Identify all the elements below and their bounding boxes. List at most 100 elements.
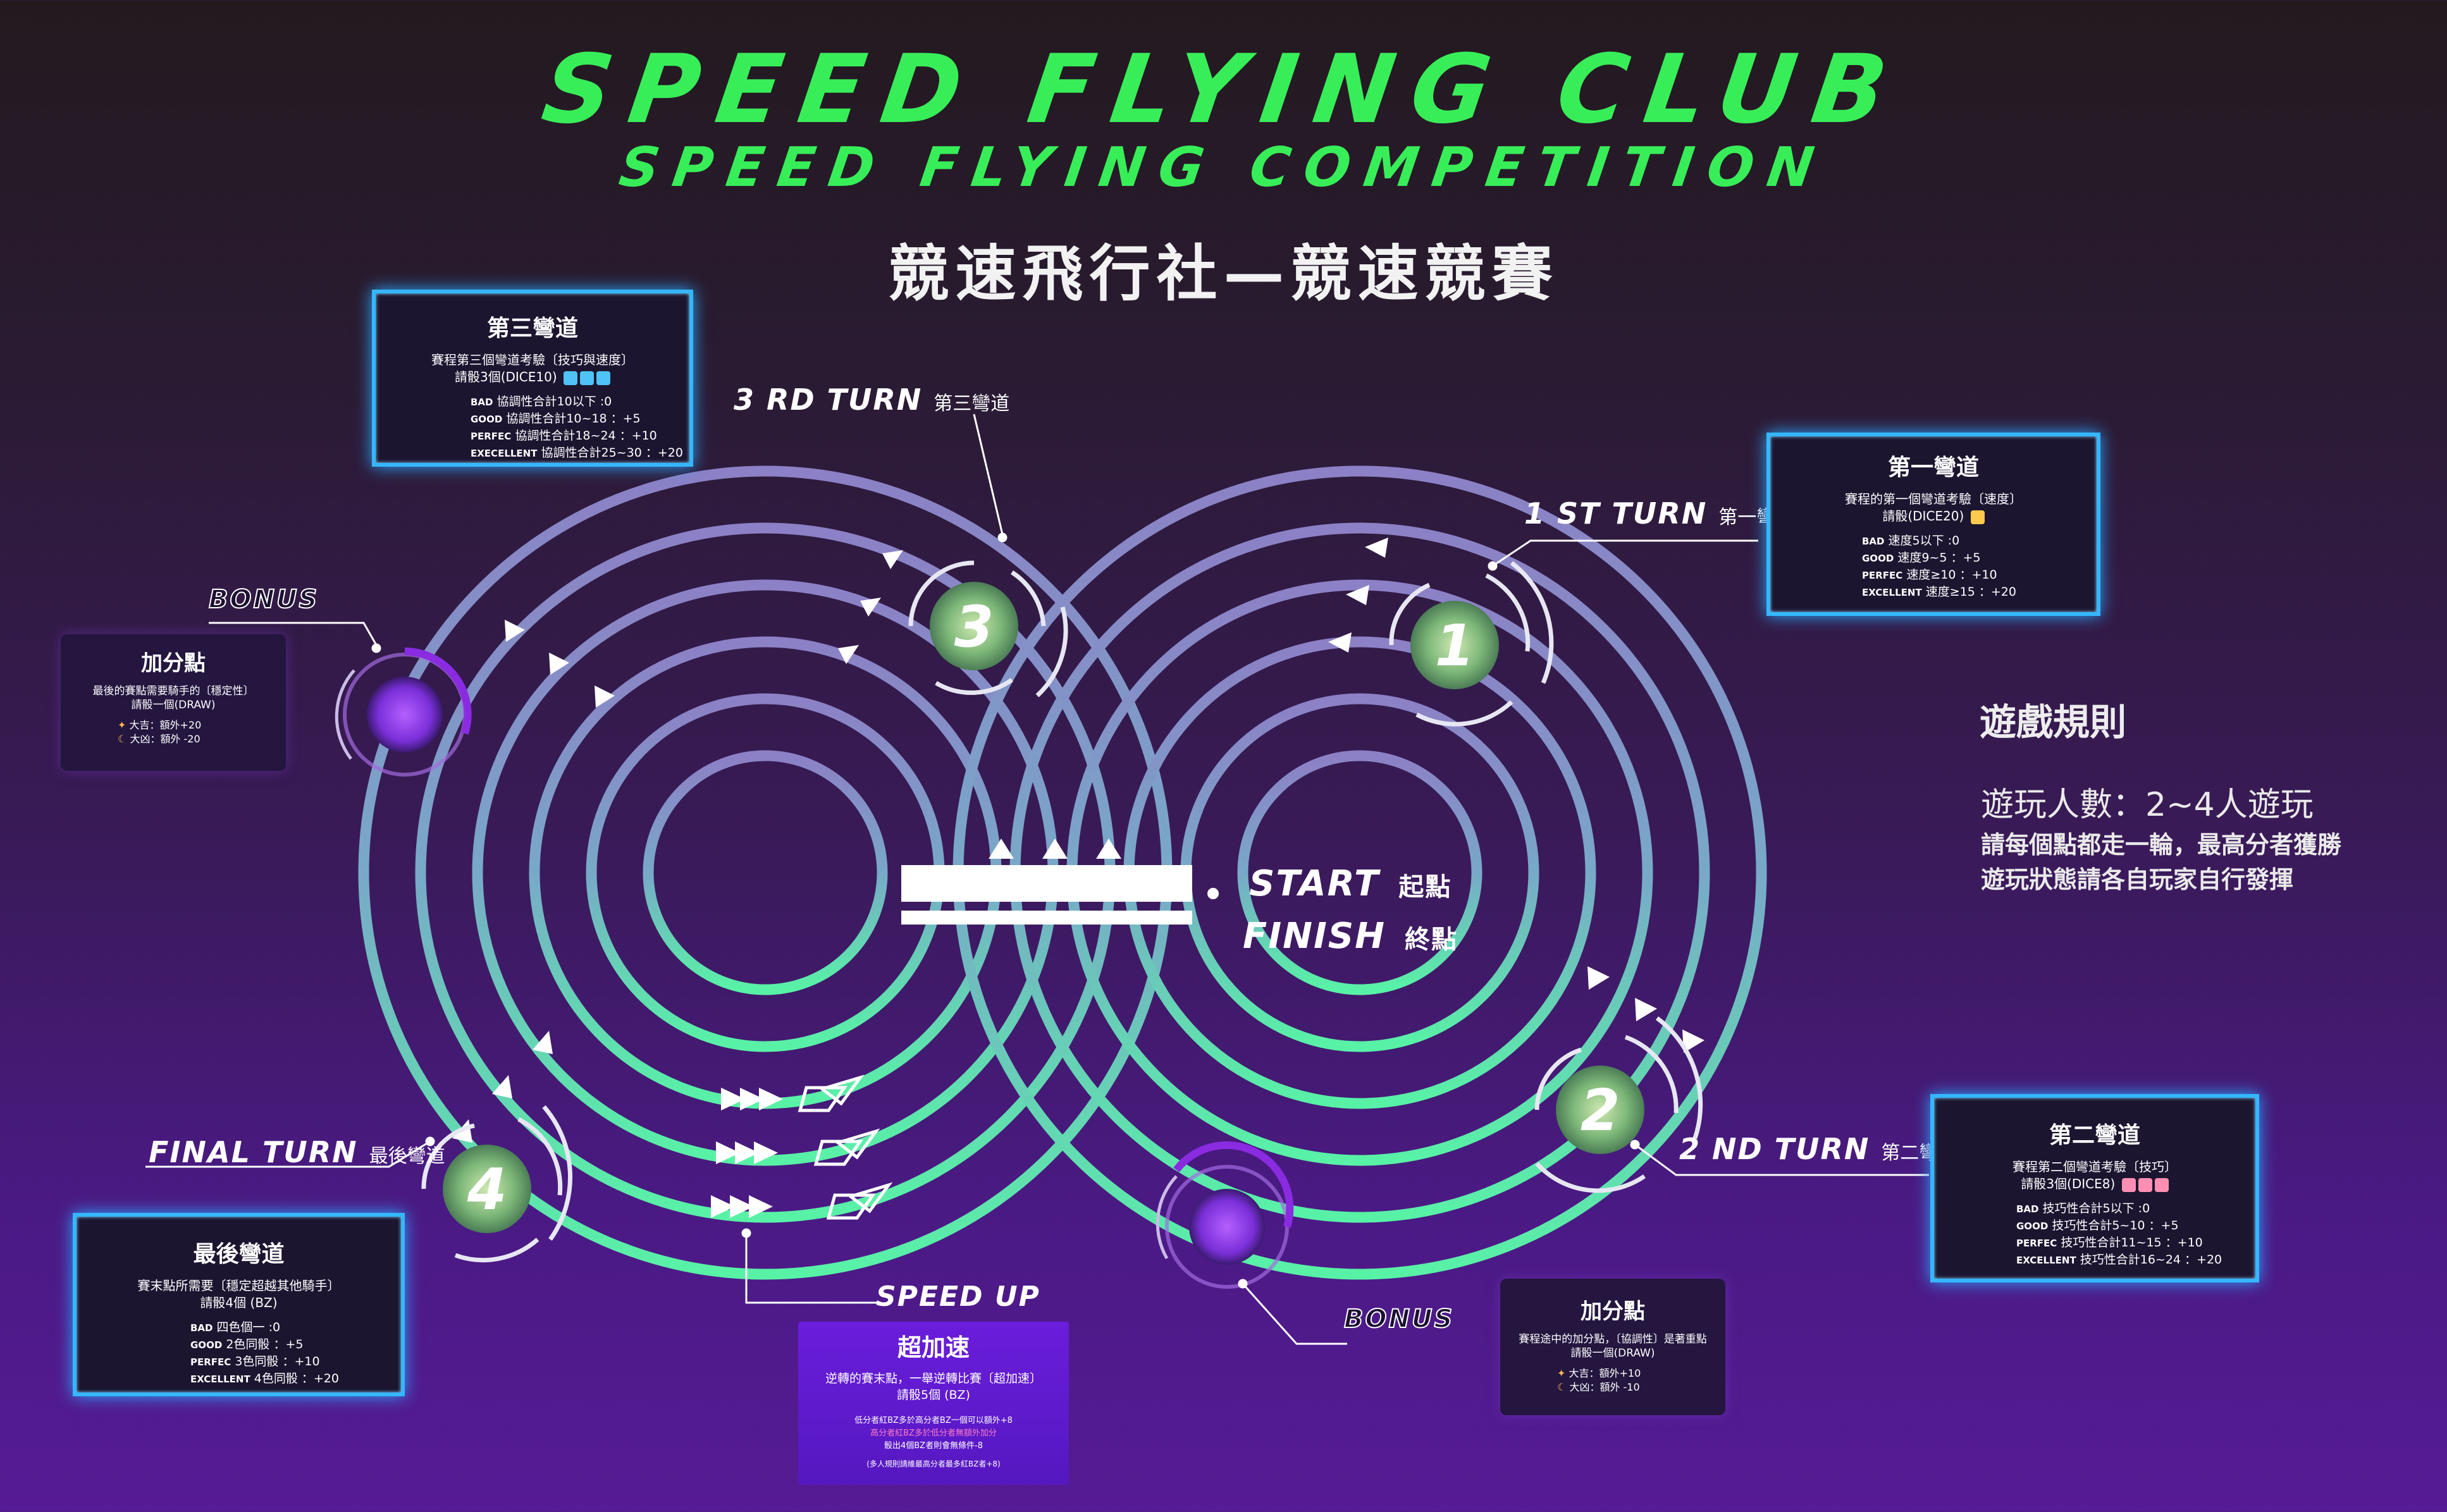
finish-label: FINISH 終點 bbox=[1243, 916, 1458, 957]
speed-box-l1: 低分者紅BZ多於高分者BZ一個可以額外+8 bbox=[854, 1416, 1013, 1425]
turn2-row-bad: BAD 技巧性合計5以下 :0 bbox=[2016, 1202, 2150, 1215]
turn3-row-excellent: EXECELLENT 協調性合計25~30 ：+20 bbox=[471, 446, 683, 460]
bonus-right-desc2: 請骰一個(DRAW) bbox=[1570, 1347, 1655, 1360]
turn3-zh: 第三彎道 bbox=[934, 393, 1010, 415]
bonus-orb-right bbox=[1156, 1141, 1294, 1289]
fortune-icon: ✦ bbox=[1557, 1367, 1566, 1379]
speed-up-box: 超加速 逆轉的賽末點，一舉逆轉比賽〔超加速〕 請骰5個 (BZ) 低分者紅BZ多… bbox=[798, 1322, 1069, 1485]
turn3-row-bad: BAD 協調性合計10以下 :0 bbox=[471, 395, 612, 409]
speed-box-l2: 高分者紅BZ多於低分者無額外加分 bbox=[870, 1429, 997, 1438]
bonus-label-left: BONUS bbox=[208, 584, 319, 615]
finish-zh: 終點 bbox=[1405, 925, 1458, 954]
bonus-right-box: 加分點 賽程途中的加分點，〔協調性〕是著重點 請骰一個(DRAW) ✦ 大吉：額… bbox=[1500, 1279, 1725, 1415]
turn3-row-perfec: PERFEC 協調性合計18~24 ：+10 bbox=[471, 429, 657, 443]
final-row-perfec: PERFEC 3色同骰 ：+10 bbox=[190, 1355, 320, 1368]
checkpoint-1 bbox=[1389, 561, 1554, 727]
speed-box-desc1: 逆轉的賽末點，一舉逆轉比賽〔超加速〕 bbox=[825, 1372, 1042, 1386]
final-row-excellent: EXCELLENT 4色同骰 ：+20 bbox=[190, 1372, 339, 1386]
turn1-box-title: 第一彎道 bbox=[1887, 455, 1979, 481]
bonus-left-title: 加分點 bbox=[141, 651, 206, 676]
start-finish-line bbox=[901, 865, 1219, 925]
bonus-left-desc1: 最後的賽點需要騎手的〔穩定性〕 bbox=[92, 685, 254, 698]
dice-icon bbox=[580, 371, 595, 385]
speed-up-label: SPEED UP bbox=[876, 1281, 1040, 1313]
dice-icon bbox=[2121, 1177, 2136, 1192]
start-label: START 起點 bbox=[1249, 863, 1452, 904]
moon-icon: ☾ bbox=[118, 733, 127, 745]
checkpoint-2 bbox=[1534, 1016, 1703, 1193]
rules-title: 遊戲規則 bbox=[1980, 701, 2127, 744]
turn3-box-title: 第三彎道 bbox=[486, 316, 578, 341]
final-turn-label: FINAL TURN 最後彎道 bbox=[149, 1135, 445, 1169]
turn2-en: 2 ND TURN bbox=[1679, 1132, 1870, 1166]
turn2-row-excellent: EXCELLENT 技巧性合計16~24 ：+20 bbox=[2016, 1253, 2222, 1267]
turn1-box-desc1: 賽程的第一個彎道考驗〔速度〕 bbox=[1845, 491, 2022, 507]
turn1-info-box: 第一彎道 賽程的第一個彎道考驗〔速度〕 請骰(DICE20) BAD 速度5以下… bbox=[1766, 433, 2100, 616]
bonus-left-box: 加分點 最後的賽點需要騎手的〔穩定性〕 請骰一個(DRAW) ✦ 大吉：額外+2… bbox=[61, 634, 286, 771]
turn1-row-bad: BAD 速度5以下 :0 bbox=[1862, 534, 1960, 548]
turn3-en: 3 RD TURN bbox=[734, 383, 923, 417]
dice-icon bbox=[2138, 1177, 2152, 1192]
finish-en: FINISH bbox=[1243, 916, 1386, 957]
final-turn-en: FINAL TURN bbox=[149, 1135, 358, 1169]
bonus-orb-left bbox=[335, 648, 472, 777]
leader-lines bbox=[145, 414, 1929, 1345]
turn3-row-good: GOOD 協調性合計10~18 ：+5 bbox=[471, 412, 641, 426]
bonus-left-r1: ✦ 大吉：額外+20 bbox=[118, 719, 202, 731]
turn2-box-desc1: 賽程第二個彎道考驗〔技巧〕 bbox=[2012, 1159, 2177, 1174]
turn1-row-perfec: PERFEC 速度≥10 ：+10 bbox=[1862, 568, 1997, 582]
checkpoint-2-number: 2 bbox=[1581, 1078, 1620, 1144]
dice-icon bbox=[564, 371, 578, 385]
final-box-desc2: 請骰4個 (BZ) bbox=[200, 1295, 278, 1310]
final-turn-zh: 最後彎道 bbox=[369, 1145, 445, 1167]
turn3-box-desc2: 請骰3個(DICE10) bbox=[454, 369, 557, 384]
final-row-bad: BAD 四色個一 :0 bbox=[190, 1320, 281, 1334]
turn2-box-desc2: 請骰3個(DICE8) bbox=[2021, 1176, 2116, 1191]
dice-icon bbox=[2154, 1177, 2169, 1192]
start-zh: 起點 bbox=[1398, 873, 1452, 902]
turn1-box-desc2: 請骰(DICE20) bbox=[1882, 508, 1964, 524]
bonus-left-desc2: 請骰一個(DRAW) bbox=[131, 699, 216, 711]
bonus-right-r2: ☾ 大凶：額外 -10 bbox=[1557, 1381, 1640, 1393]
game-title-zh: 競速飛行社—競速競賽 bbox=[888, 238, 1559, 309]
rules-line3: 遊玩狀態請各自玩家自行發揮 bbox=[1981, 866, 2294, 894]
speed-box-l4: (多人規則請維最高分者最多紅BZ者+8) bbox=[866, 1460, 1001, 1468]
moon-icon: ☾ bbox=[1557, 1381, 1567, 1393]
dice-icon bbox=[596, 371, 611, 385]
turn2-info-box: 第二彎道 賽程第二個彎道考驗〔技巧〕 請骰3個(DICE8) BAD 技巧性合計… bbox=[1930, 1094, 2259, 1282]
bonus-right-title: 加分點 bbox=[1581, 1299, 1645, 1324]
final-box-desc1: 賽末點所需要〔穩定超越其他騎手〕 bbox=[137, 1278, 340, 1293]
bonus-right-r1: ✦ 大吉：額外+10 bbox=[1557, 1367, 1641, 1379]
rules-players: 遊玩人數：2~4人遊玩 bbox=[1981, 786, 2314, 824]
checkpoint-3-number: 3 bbox=[954, 594, 994, 660]
turn2-row-perfec: PERFEC 技巧性合計11~15 ：+10 bbox=[2016, 1236, 2203, 1250]
turn1-row-good: GOOD 速度9~5 ：+5 bbox=[1862, 551, 1981, 565]
turn1-row-excellent: EXCELLENT 速度≥15 ：+20 bbox=[1862, 585, 2016, 599]
final-turn-info-box: 最後彎道 賽末點所需要〔穩定超越其他騎手〕 請骰4個 (BZ) BAD 四色個一… bbox=[73, 1213, 405, 1396]
bonus-right-desc1: 賽程途中的加分點，〔協調性〕是著重點 bbox=[1519, 1333, 1707, 1346]
fortune-icon: ✦ bbox=[118, 719, 126, 731]
turn3-info-box: 第三彎道 賽程第三個彎道考驗〔技巧與速度〕 請骰3個(DICE10) BAD 協… bbox=[372, 290, 693, 467]
checkpoint-4-number: 4 bbox=[467, 1157, 507, 1223]
checkpoint-1-number: 1 bbox=[1435, 613, 1475, 679]
final-box-title: 最後彎道 bbox=[193, 1241, 285, 1267]
bonus-left-r2: ☾ 大凶：額外 -20 bbox=[118, 733, 200, 745]
checkpoint-3 bbox=[908, 560, 1068, 698]
bonus-label-right: BONUS bbox=[1343, 1304, 1455, 1334]
start-en: START bbox=[1249, 863, 1380, 904]
speed-box-l3: 骰出4個BZ者則會無條件-8 bbox=[884, 1441, 983, 1451]
turn2-row-good: GOOD 技巧性合計5~10 ：+5 bbox=[2016, 1219, 2179, 1232]
final-row-good: GOOD 2色同骰 ：+5 bbox=[190, 1337, 304, 1351]
direction-arrows bbox=[452, 538, 1704, 1143]
speed-box-title: 超加速 bbox=[897, 1334, 970, 1361]
turn2-box-title: 第二彎道 bbox=[2049, 1122, 2140, 1148]
dice-icon bbox=[1970, 510, 1985, 524]
speed-box-desc2: 請骰5個 (BZ) bbox=[896, 1388, 970, 1402]
turn1-en: 1 ST TURN bbox=[1524, 496, 1708, 531]
turn3-label: 3 RD TURN 第三彎道 bbox=[734, 383, 1009, 417]
speed-up-arrows bbox=[711, 1074, 893, 1220]
rules-line2: 請每個點都走一輪，最高分者獲勝 bbox=[1981, 831, 2342, 859]
